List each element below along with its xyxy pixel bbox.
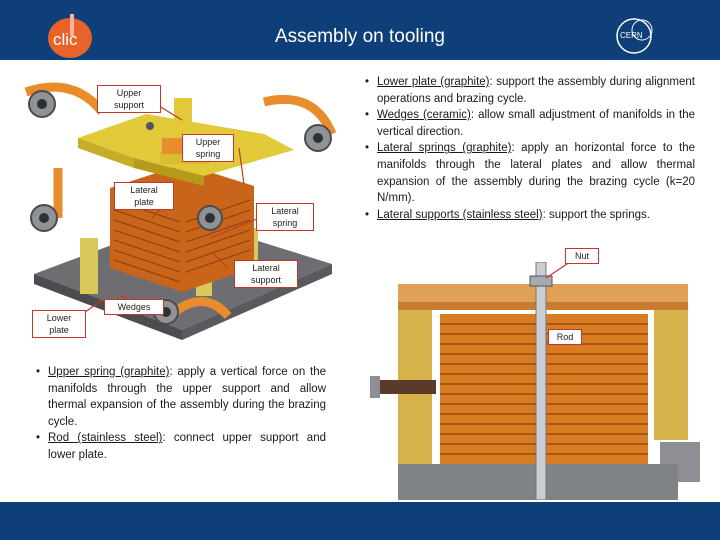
label-lateral-plate: Lateral plate	[114, 182, 174, 210]
label-lower-plate: Lower plate	[32, 310, 86, 338]
label-wedges: Wedges	[104, 299, 164, 315]
label-rod: Rod	[548, 329, 582, 345]
bullet-upper-spring: Upper spring (graphite): apply a vertica…	[36, 364, 326, 430]
lateral-support-right-section	[654, 310, 688, 440]
bullet-rod: Rod (stainless steel): connect upper sup…	[36, 430, 326, 463]
bullet-lower-plate: Lower plate (graphite): support the asse…	[365, 74, 695, 107]
cern-logo-icon: CERN	[612, 14, 656, 58]
slide-header: clic Assembly on tooling CERN	[0, 0, 720, 60]
label-upper-support: Upper support	[97, 85, 161, 113]
side-tube	[376, 380, 436, 394]
orange-arc-top-left	[24, 82, 106, 115]
left-description: Upper spring (graphite): apply a vertica…	[34, 364, 326, 464]
bullet-lateral-supports: Lateral supports (stainless steel): supp…	[365, 207, 695, 224]
label-lateral-support: Lateral support	[234, 260, 298, 288]
slide-footer	[0, 502, 720, 540]
slide-title: Assembly on tooling	[274, 26, 446, 47]
label-lateral-spring: Lateral spring	[256, 203, 314, 231]
label-nut: Nut	[565, 248, 599, 264]
lateral-support-left	[80, 238, 98, 294]
rod-shape	[535, 262, 547, 500]
nut-shape	[529, 275, 553, 287]
label-upper-spring: Upper spring	[182, 134, 234, 162]
clic-logo-icon: clic	[48, 14, 92, 58]
bullet-lateral-springs: Lateral springs (graphite): apply an hor…	[365, 140, 695, 206]
right-description: Lower plate (graphite): support the asse…	[363, 74, 695, 223]
svg-text:clic: clic	[53, 30, 78, 49]
bullet-wedges: Wedges (ceramic): allow small adjustment…	[365, 107, 695, 140]
left-bullet-list: Upper spring (graphite): apply a vertica…	[34, 364, 326, 464]
svg-text:CERN: CERN	[620, 31, 643, 40]
right-bullet-list: Lower plate (graphite): support the asse…	[363, 74, 695, 223]
assembly-cross-section-figure	[370, 262, 710, 500]
